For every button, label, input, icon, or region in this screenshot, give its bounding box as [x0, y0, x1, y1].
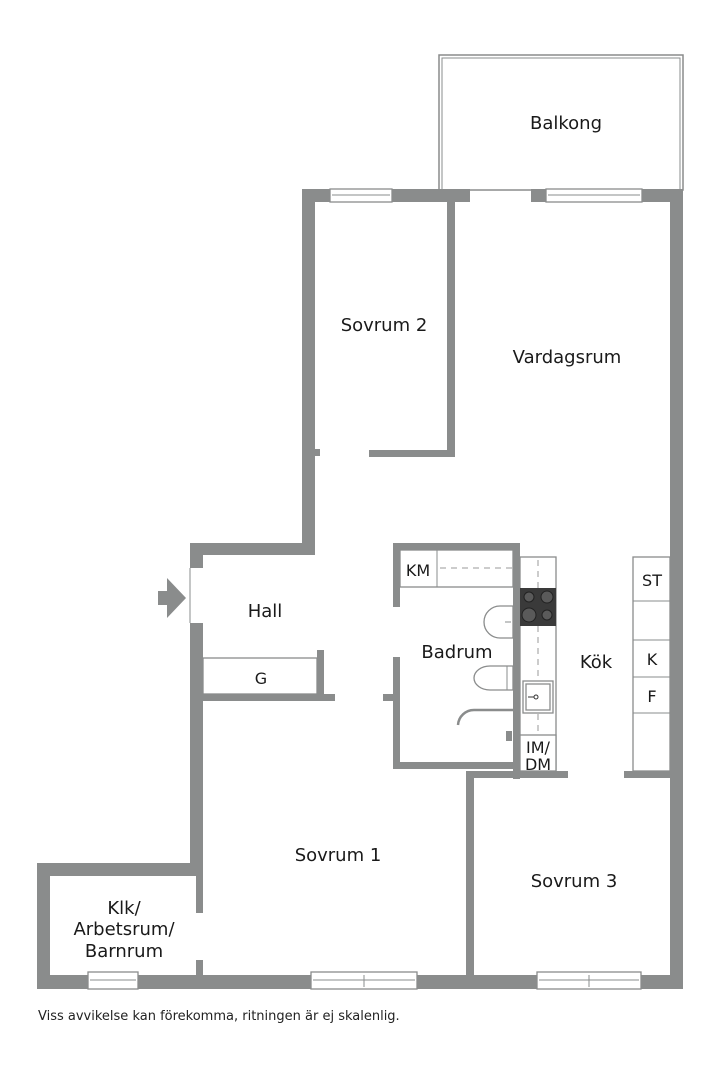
washbasin-icon: [483, 605, 514, 639]
window-sovrum2: [329, 188, 393, 203]
fixture-label-k: K: [647, 650, 658, 669]
washing-machine: [399, 549, 514, 588]
fixture-label-dm: DM: [525, 755, 551, 774]
room-label-klk-line3: Barnrum: [85, 941, 163, 962]
toilet-icon: [473, 665, 514, 691]
closet-g: [202, 657, 318, 695]
windows: [87, 188, 643, 990]
room-label-klk-line2: Arbetsrum/: [73, 919, 175, 940]
kitchen-cabinets: [632, 556, 671, 772]
window-sovrum1: [310, 971, 418, 990]
disclaimer-text: Viss avvikelse kan förekomma, ritningen …: [38, 1009, 400, 1024]
room-label-badrum: Badrum: [421, 642, 492, 663]
room-label-sovrum3: Sovrum 3: [531, 871, 618, 892]
room-label-hall: Hall: [248, 601, 283, 622]
room-label-balkong: Balkong: [530, 113, 602, 134]
room-label-kok: Kök: [580, 652, 613, 673]
window-vardagsrum: [545, 188, 643, 203]
fixture-label-st: ST: [642, 571, 662, 590]
fixture-label-g: G: [255, 669, 267, 688]
shower-head-icon: [506, 731, 512, 741]
fixture-label-km: KM: [406, 561, 430, 580]
window-sovrum3: [536, 971, 642, 990]
entrance-arrow-icon: [158, 578, 186, 618]
room-label-klk-line1: Klk/: [107, 898, 141, 919]
walls: [37, 189, 683, 989]
fixture-label-f: F: [647, 687, 656, 706]
shower-curtain-icon: [456, 708, 513, 726]
fixture-label-im: IM/: [526, 738, 551, 757]
bathroom-fixtures: [456, 605, 514, 741]
room-label-sovrum1: Sovrum 1: [295, 845, 382, 866]
room-label-sovrum2: Sovrum 2: [341, 315, 428, 336]
room-label-vardagsrum: Vardagsrum: [513, 347, 622, 368]
window-klk: [87, 971, 139, 990]
dishwasher-box: [519, 734, 557, 772]
